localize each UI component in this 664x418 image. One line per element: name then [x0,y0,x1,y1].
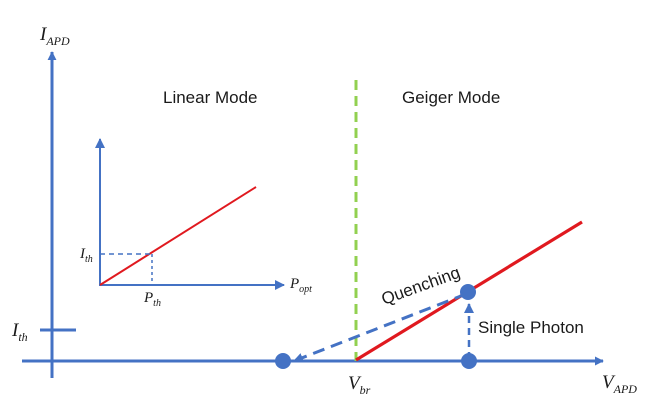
ith-label: Ith [11,320,28,344]
idle-state-dot [461,353,477,369]
inset-pth-label: Pth [143,290,161,309]
inset-popt-label: Popt [289,276,312,295]
linear-mode-label: Linear Mode [163,88,258,107]
single-photon-label: Single Photon [478,318,584,337]
x-axis-label: VAPD [602,372,637,396]
quenched-state-dot [275,353,291,369]
vbr-label: Vbr [348,373,371,397]
quenching-arrow [293,292,467,363]
y-axis-label: IAPD [39,24,70,48]
inset-linear-line [99,186,257,286]
inset-ith-label: Ith [79,246,93,265]
geiger-mode-label: Geiger Mode [402,88,500,107]
avalanche-state-dot [460,284,476,300]
